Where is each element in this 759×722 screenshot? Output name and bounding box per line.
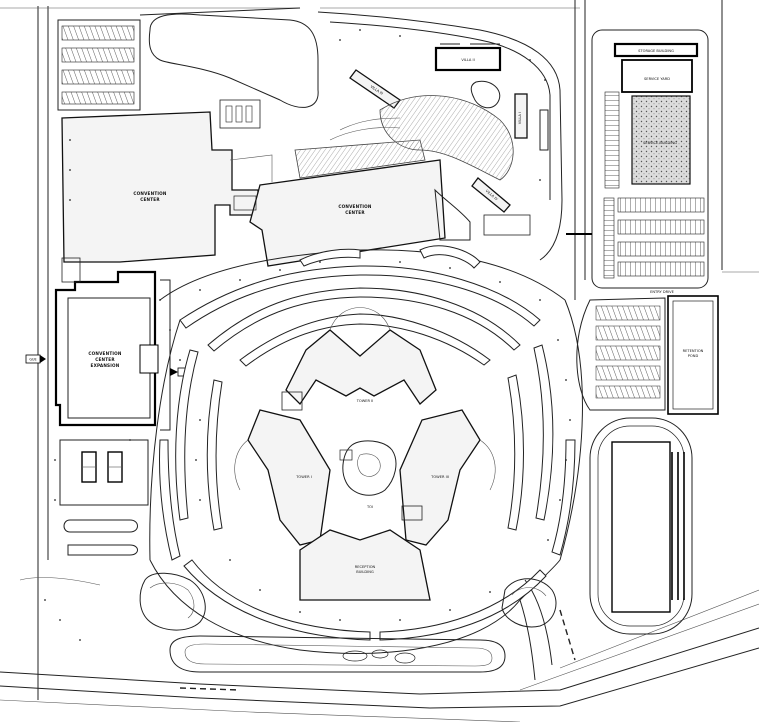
site-markers xyxy=(44,29,571,641)
ring-drives xyxy=(149,245,583,654)
convention-center-label-2: CONVENTION xyxy=(338,204,372,209)
convention-center-label-2b: CENTER xyxy=(345,210,365,215)
expansion-label-b: CENTER xyxy=(95,357,115,362)
entry-drive-label: ENTRY DRIVE xyxy=(650,290,675,294)
tower-2-label: TOWER II xyxy=(356,399,374,403)
tower-3 xyxy=(399,409,481,546)
reception-label-b: BUILDING xyxy=(356,570,374,574)
expansion-label-a: CONVENTION xyxy=(88,351,122,356)
villa-2-label: VILLA II xyxy=(461,58,474,62)
arrow-marker xyxy=(170,368,178,376)
reception-building xyxy=(299,529,431,601)
expansion-label-c: EXPANSION xyxy=(91,363,120,368)
left-tag: GUE xyxy=(29,358,36,362)
convention-center-label-1: CONVENTION xyxy=(133,191,167,196)
villa-1-label: VILLA I xyxy=(518,112,522,124)
convention-center-complex: CONVENTION CENTER CONVENTION CENTER xyxy=(61,111,446,267)
tower-3-label: TOWER III xyxy=(430,475,449,479)
convention-center-expansion: CONVENTION CENTER EXPANSION GUE xyxy=(25,257,187,431)
service-compound: STORAGE BUILDING SERVICE YARD SERVICE BU… xyxy=(566,29,709,294)
north-parking xyxy=(57,7,319,129)
tower-1 xyxy=(247,409,331,546)
convention-center-west xyxy=(61,111,259,263)
villas: VILLA III VILLA II VILLA I VILLA IV xyxy=(317,11,563,261)
center-tag: TOI xyxy=(366,505,373,509)
service-building-label: SERVICE BUILDING xyxy=(643,141,677,145)
southeast-oval xyxy=(589,417,693,635)
retention-pond-label-a: RETENTION xyxy=(683,349,704,353)
service-yard-label: SERVICE YARD xyxy=(644,77,670,81)
southwest-amenity xyxy=(19,439,149,586)
convention-center-east xyxy=(249,159,446,267)
tower-2 xyxy=(285,329,437,406)
retention-pond-label-b: POND xyxy=(688,354,699,358)
storage-building-label: STORAGE BUILDING xyxy=(638,49,674,53)
east-parking: RETENTION POND xyxy=(576,295,719,415)
central-towers: TOWER II TOWER I TOWER III RECEPTION BUI… xyxy=(234,307,496,601)
south-landscape xyxy=(139,572,557,673)
reception-label-a: RECEPTION xyxy=(355,565,376,569)
convention-center-label-1b: CENTER xyxy=(140,197,160,202)
villa-3-label: VILLA III xyxy=(369,85,383,96)
tower-1-label: TOWER I xyxy=(295,475,312,479)
